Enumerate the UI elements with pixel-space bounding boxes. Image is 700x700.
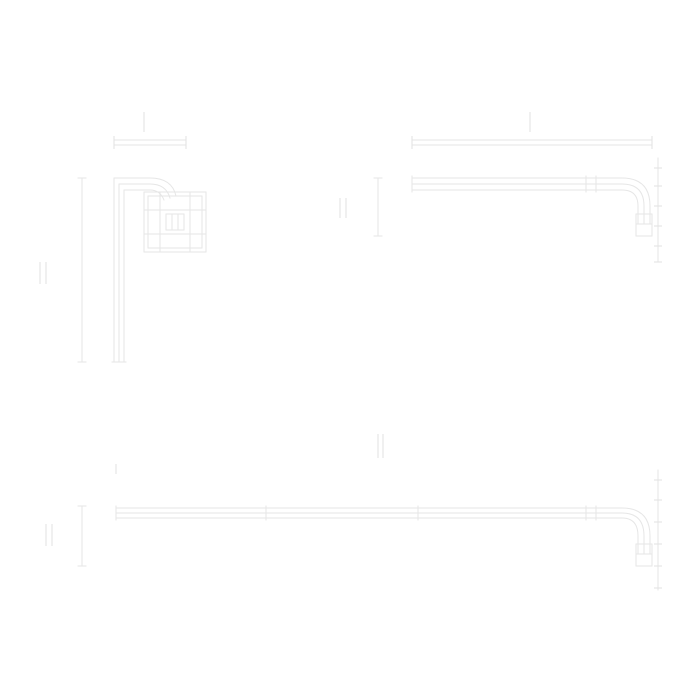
side-view-top-dimension bbox=[113, 112, 187, 149]
top-view-long-pipe bbox=[115, 505, 651, 555]
top-view-long-dimension bbox=[115, 434, 384, 474]
top-view-short-dimension bbox=[411, 112, 653, 149]
side-view-pipe bbox=[111, 177, 177, 363]
top-view-long-right-dimension bbox=[654, 469, 662, 591]
side-view-flange-dimension bbox=[339, 177, 383, 237]
top-view-long-end-cap bbox=[635, 543, 653, 567]
top-view-short-pipe bbox=[411, 175, 651, 225]
side-view-with-flange bbox=[39, 112, 383, 363]
top-view-short-right-dimension bbox=[654, 157, 662, 263]
top-view-short-end-cap bbox=[635, 213, 653, 237]
top-view-long-arm bbox=[45, 434, 662, 591]
top-view-long-left-dimension bbox=[45, 505, 87, 567]
side-view-left-dimension bbox=[39, 177, 87, 363]
top-view-short-arm bbox=[411, 112, 662, 263]
side-view-flange-plate bbox=[143, 191, 207, 253]
